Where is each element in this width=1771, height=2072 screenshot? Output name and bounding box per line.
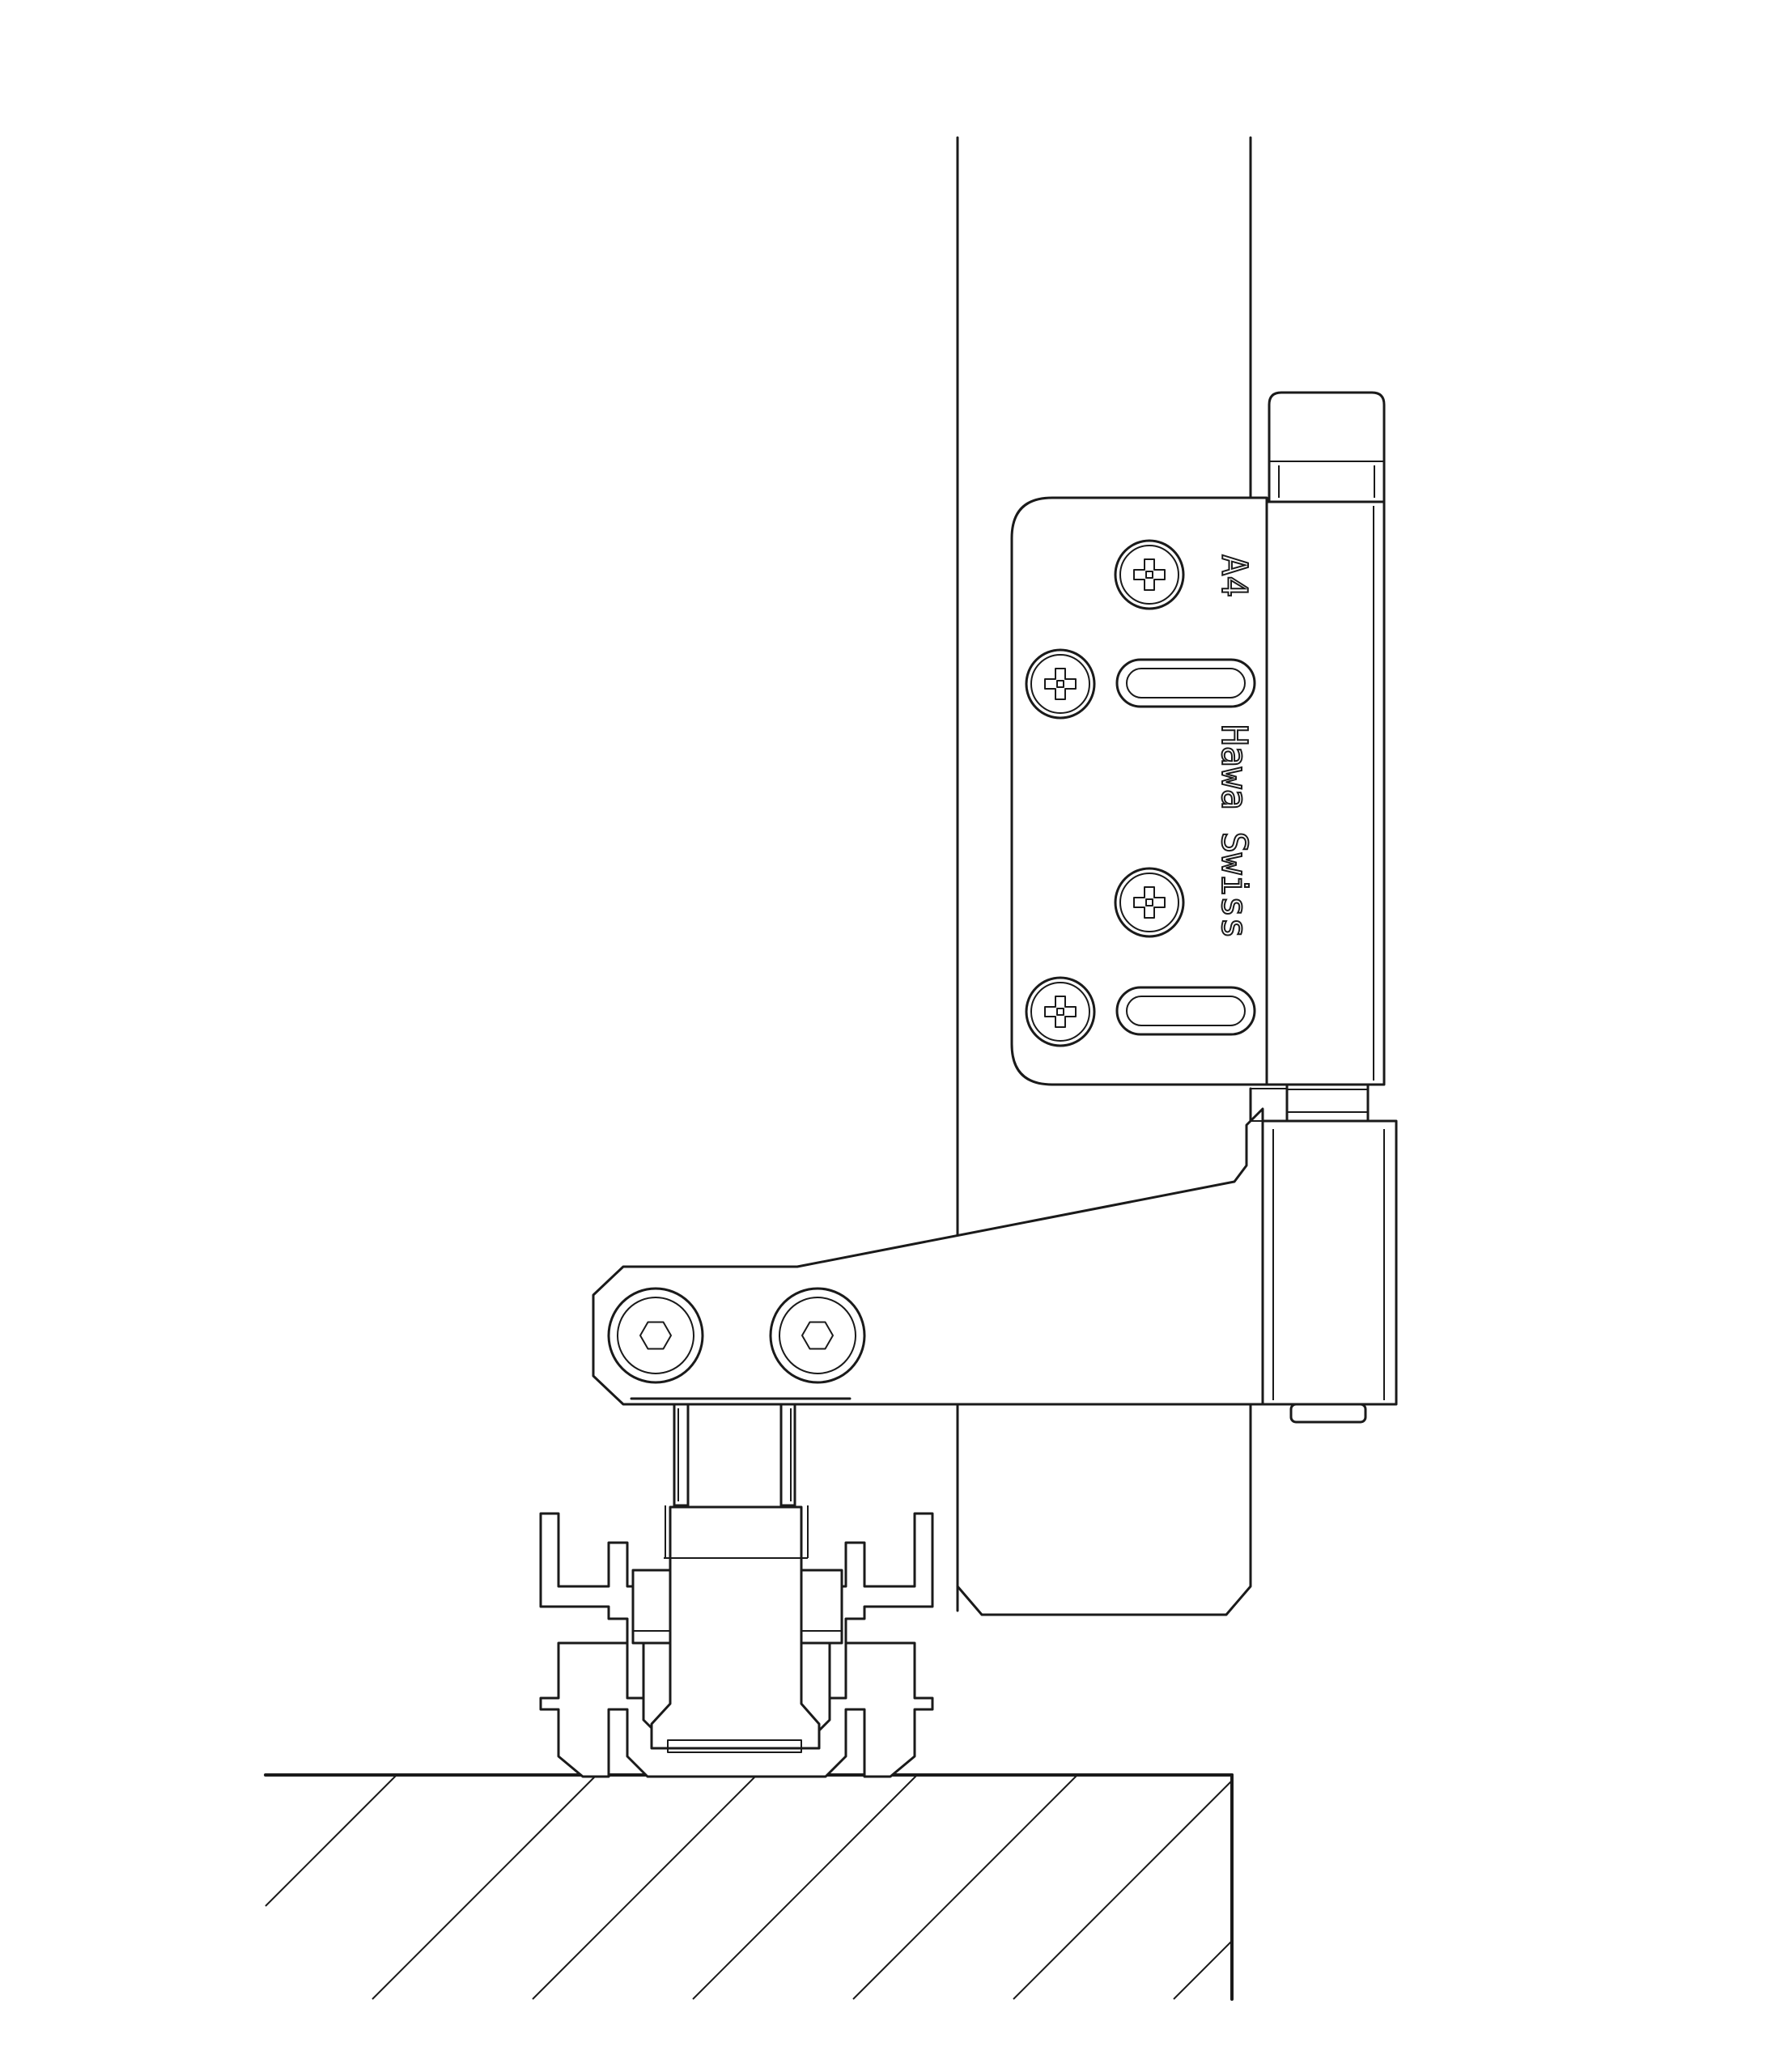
phillips-screw-1 <box>1114 539 1185 610</box>
hinge-knuckle-lower <box>1261 1119 1398 1424</box>
door-lower-block <box>956 1399 1252 1616</box>
floor-track-profile <box>539 1505 934 1778</box>
adjustment-slot-upper <box>1115 658 1256 708</box>
hinge-knuckle-upper <box>1265 391 1386 1086</box>
phillips-screw-4 <box>1025 976 1096 1047</box>
hex-screw-right <box>769 1287 866 1384</box>
floor-section <box>264 1773 1234 2001</box>
adjustment-slot-lower <box>1115 986 1256 1036</box>
hex-screw-left <box>607 1287 704 1384</box>
hinge-arm <box>592 1107 1264 1406</box>
hinge-pin <box>1251 1079 1370 1123</box>
mounting-plate <box>1010 496 1268 1086</box>
carrier-pins <box>665 1403 809 1558</box>
phillips-screw-3 <box>1114 867 1185 938</box>
floor-hatching <box>265 1774 1233 2000</box>
grade-marking: A4 <box>1213 554 1255 597</box>
phillips-screw-2 <box>1025 648 1096 720</box>
brand-marking: Hawa Swiss <box>1213 724 1255 939</box>
